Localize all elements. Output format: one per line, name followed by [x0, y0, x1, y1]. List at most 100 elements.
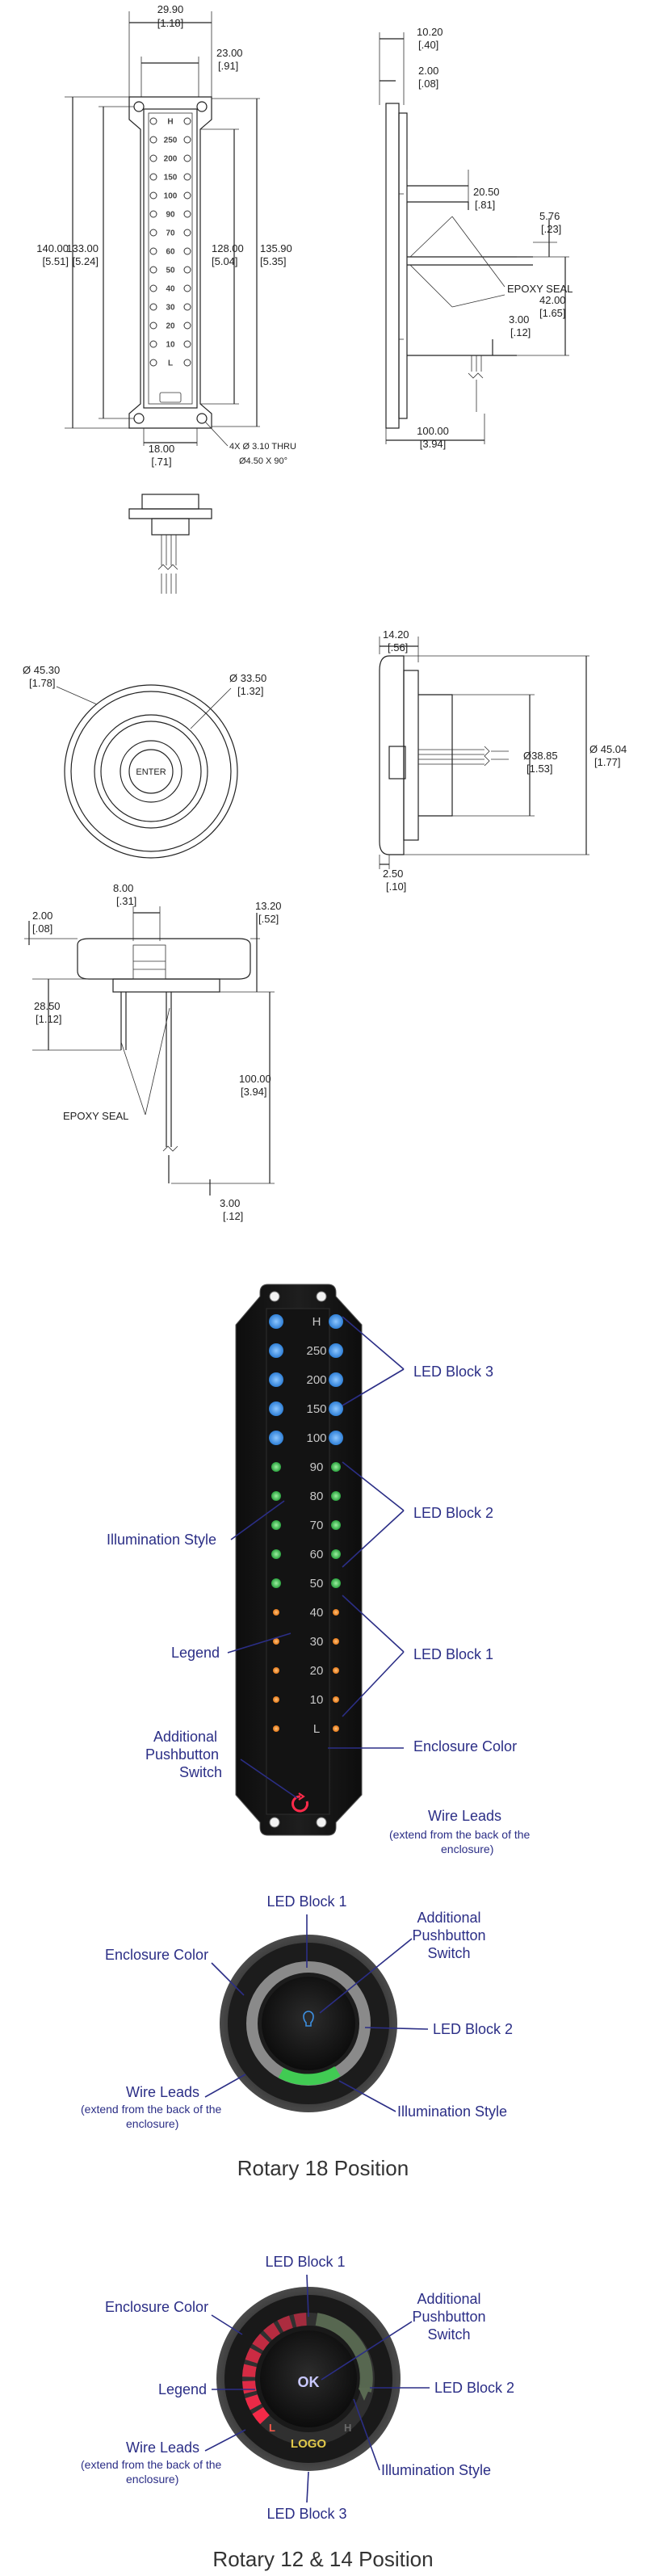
fv-led-right [183, 210, 191, 218]
lin-led-left [269, 1314, 283, 1329]
fv-led-left [149, 229, 157, 237]
rotary-18-callouts: LED Block 1 Additional Pushbutton Switch… [81, 1893, 513, 2180]
rsec-dim-depth: 28.50 [34, 1000, 61, 1012]
r12-red-segment [242, 2381, 257, 2394]
rsec-dim-depth-in: [1.12] [36, 1013, 62, 1025]
side-dim-wire: 3.00 [509, 313, 529, 326]
r12-callout-additional-3: Switch [427, 2326, 470, 2343]
callout-wire-leads-sub-2: enclosure) [441, 1843, 493, 1855]
callout-additional-1: Additional [153, 1729, 217, 1745]
r18-callout-led-block-2: LED Block 2 [433, 2021, 513, 2037]
lin-led-left [271, 1578, 281, 1588]
lin-legend-label: 60 [310, 1548, 324, 1561]
fv-legend-label: 200 [164, 155, 178, 164]
fv-led-right [183, 359, 191, 367]
round-button-text: ENTER [136, 767, 166, 777]
side-dim-lead: 5.76 [539, 210, 560, 222]
dim-body-height-in: [5.35] [260, 255, 287, 267]
fv-led-right [183, 173, 191, 181]
r18-callout-additional-2: Pushbutton [412, 1927, 485, 1944]
lin-led-left [271, 1462, 281, 1472]
rsec-dim-height-in: [.52] [258, 913, 279, 925]
fv-led-right [183, 247, 191, 255]
rsec-epoxy-label: EPOXY SEAL [63, 1110, 128, 1122]
r12-high-mark: H [344, 2422, 351, 2434]
side-dim-lead-in: [.23] [541, 223, 561, 235]
lin-led-left [271, 1549, 281, 1559]
callout-wire-leads-sub-1: (extend from the back of the [389, 1828, 531, 1841]
r12-callout-illumination: Illumination Style [381, 2462, 491, 2478]
r12-callout-legend: Legend [158, 2381, 207, 2397]
lin-led-left [271, 1491, 281, 1501]
lin-legend-label: L [313, 1722, 320, 1736]
lin-led-right [329, 1314, 343, 1329]
r12-callout-wire-leads: Wire Leads [126, 2439, 199, 2456]
fv-led-left [149, 191, 157, 200]
r12-callout-enclosure: Enclosure Color [105, 2299, 208, 2315]
fv-led-left [149, 303, 157, 311]
dim-face-height-in: [5.04] [212, 255, 238, 267]
lin-legend-label: 40 [310, 1606, 324, 1620]
dim-bottom-width-in: [.71] [151, 456, 171, 468]
callout-additional-3: Switch [179, 1764, 222, 1780]
fv-led-right [183, 117, 191, 125]
callout-led-block-3: LED Block 3 [413, 1364, 493, 1380]
fv-led-right [183, 136, 191, 144]
rotary-12-callouts: LED Block 1 Enclosure Color Additional P… [81, 2254, 514, 2571]
r12-red-segment [293, 2313, 307, 2327]
r12-callout-additional-1: Additional [417, 2291, 480, 2307]
fv-led-right [183, 266, 191, 274]
round-side-drawing: 14.20 [.56] Ø38.85 [1.53] Ø 45.04 [1.77]… [379, 628, 627, 893]
fv-led-left [149, 359, 157, 367]
side-dim-bracket: 20.50 [473, 186, 500, 198]
lin-led-right [333, 1725, 339, 1732]
r18-callout-additional-1: Additional [417, 1910, 480, 1926]
r12-caption: Rotary 12 & 14 Position [212, 2547, 433, 2571]
fv-led-left [149, 284, 157, 292]
r12-red-segment [252, 2406, 270, 2424]
lin-legend-label: 80 [310, 1490, 324, 1503]
fv-led-left [149, 340, 157, 348]
r12-red-segment [245, 2347, 262, 2364]
fv-legend-label: 50 [166, 267, 175, 275]
rsec-dim-top-in: [.31] [116, 895, 136, 907]
rside-dim-outer: Ø 45.04 [589, 743, 627, 755]
side-dim-lead-length-in: [3.94] [420, 438, 447, 450]
round-dim-outer-in: [1.78] [29, 677, 56, 689]
round-dim-outer: Ø 45.30 [23, 664, 60, 676]
r12-callout-led-block-1: LED Block 1 [265, 2254, 345, 2270]
lin-legend-label: 10 [310, 1693, 324, 1707]
side-dim-flange: 2.00 [418, 65, 438, 77]
dim-face-height: 128.00 [212, 242, 244, 254]
r12-callout-led-block-2: LED Block 2 [434, 2380, 514, 2396]
side-dim-lead-length: 100.00 [417, 425, 449, 437]
r18-callout-wire-leads: Wire Leads [126, 2084, 199, 2100]
r12-callout-led-block-3: LED Block 3 [266, 2506, 346, 2522]
rsec-dim-flange-in: [.08] [32, 922, 52, 935]
lin-led-left [273, 1696, 279, 1703]
lin-legend-label: 50 [310, 1577, 324, 1591]
callout-additional-2: Pushbutton [145, 1746, 219, 1763]
fv-legend-label: 150 [164, 174, 178, 183]
dim-body-height: 135.90 [260, 242, 292, 254]
lin-led-left [273, 1667, 279, 1674]
lin-legend-label: 30 [310, 1635, 324, 1649]
r18-callout-led-block-1: LED Block 1 [266, 1893, 346, 1910]
dim-height-overall-in: [5.51] [42, 255, 69, 267]
rsec-dim-lead-in: [3.94] [241, 1086, 267, 1098]
lin-led-right [331, 1462, 341, 1472]
lin-legend-label: 250 [306, 1344, 326, 1358]
lin-legend-label: 200 [306, 1373, 326, 1387]
dim-hole-spacing-in: [.91] [218, 60, 238, 72]
lin-led-right [331, 1491, 341, 1501]
rsec-dim-top: 8.00 [113, 882, 133, 894]
rside-dim-flange-in: [.10] [386, 880, 406, 893]
rside-dim-body: Ø38.85 [523, 750, 558, 762]
lin-led-left [269, 1372, 283, 1387]
fv-legend-label: 60 [166, 248, 175, 257]
r12-logo: LOGO [291, 2437, 326, 2451]
